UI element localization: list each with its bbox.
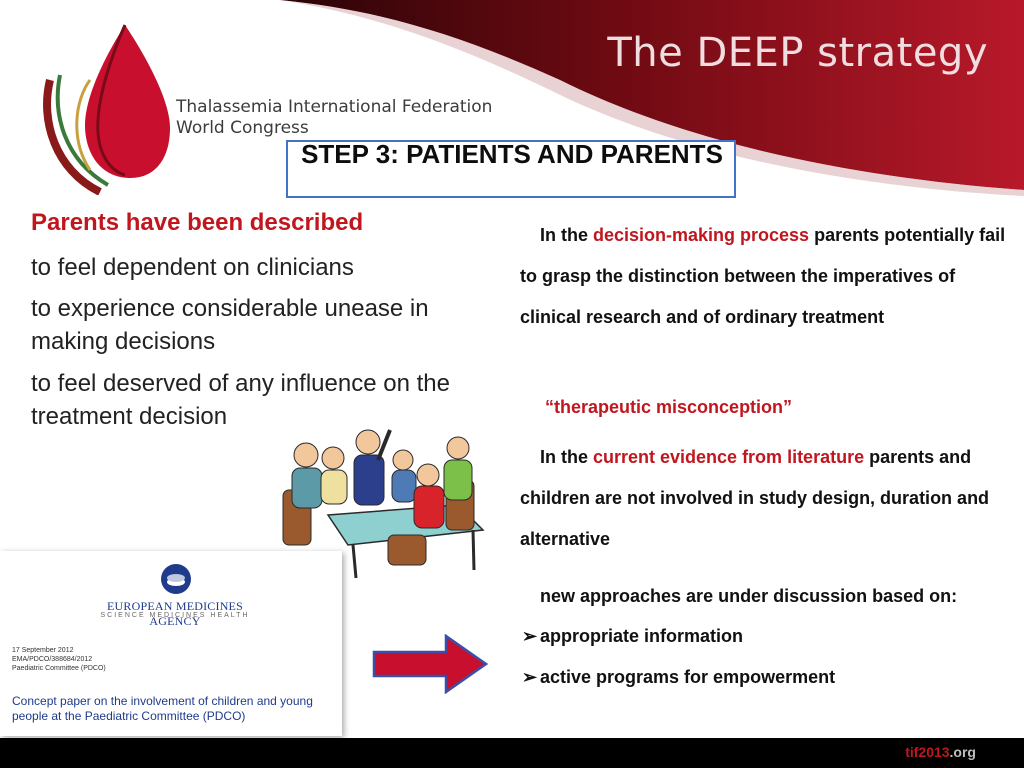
footer-site-suffix: .org (949, 744, 976, 760)
approaches-text: new approaches are under discussion base… (540, 586, 958, 606)
decision-making-paragraph: In the decision-making process parents p… (520, 215, 1010, 338)
meeting-clipart-icon (282, 429, 485, 579)
slide-title: The DEEP strategy (607, 30, 988, 76)
para1-highlight: decision-making process (593, 225, 810, 245)
organization-name: Thalassemia International Federation Wor… (176, 97, 492, 139)
para2-rest: parents and children are not involved in… (520, 447, 990, 549)
organization-name-line2: World Congress (176, 118, 309, 138)
bullet-item-1: ➢appropriate information (522, 626, 743, 647)
header-swoosh (280, 0, 1024, 196)
para2-highlight: current evidence from literature (593, 447, 865, 467)
blood-drop-logo-icon (43, 24, 170, 195)
doc-reference: EMA/PDCO/388684/2012 (12, 656, 93, 663)
left-item-2: to experience considerable unease in mak… (31, 295, 429, 355)
ema-tagline: SCIENCE MEDICINES HEALTH (100, 612, 250, 619)
doc-date: 17 September 2012 (12, 647, 74, 654)
right-arrow-icon (372, 634, 488, 694)
organization-name-line1: Thalassemia International Federation (176, 97, 493, 117)
para1-prefix: In the (540, 225, 593, 245)
para1-rest: parents potentially fail to grasp the di… (520, 225, 1006, 327)
left-item-3: to feel deserved of any influence on the… (31, 370, 450, 430)
therapeutic-misconception: “therapeutic misconception” (545, 397, 793, 417)
footer-bar (0, 738, 1024, 768)
footer-website: tif2013.org (905, 744, 976, 760)
bullet-item-2: ➢active programs for empowerment (522, 667, 835, 688)
arrow-bullet-icon: ➢ (522, 667, 538, 687)
ema-agency-name: EUROPEAN MEDICINES AGENCY (107, 599, 243, 628)
parents-heading: Parents have been described (31, 209, 364, 236)
footer-site-prefix: tif2013 (905, 744, 950, 760)
left-item-1: to feel dependent on clinicians (31, 254, 354, 281)
ema-logo-icon (161, 564, 191, 594)
para2-prefix: In the (540, 447, 593, 467)
arrow-bullet-icon: ➢ (522, 626, 538, 646)
doc-title: Concept paper on the involvement of chil… (12, 694, 313, 723)
doc-committee: Paediatric Committee (PDCO) (12, 665, 106, 672)
bullet-2-label: active programs for empowerment (540, 667, 836, 687)
evidence-paragraph: In the current evidence from literature … (520, 437, 1010, 560)
bullet-1-label: appropriate information (540, 626, 744, 646)
step-box (286, 140, 736, 198)
step-title: STEP 3: PATIENTS AND PARENTS (301, 139, 723, 169)
